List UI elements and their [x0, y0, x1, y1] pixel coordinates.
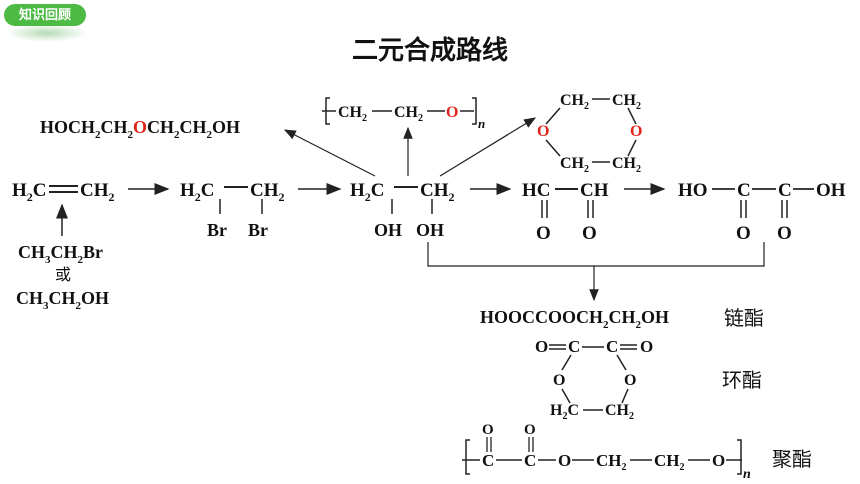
ring-ester: O C C O O O H2C CH2 环酯	[535, 337, 762, 422]
svg-text:CH2: CH2	[612, 92, 641, 112]
svg-text:C: C	[568, 337, 580, 356]
svg-text:CH2: CH2	[560, 155, 589, 175]
ethylene-ch: CH	[80, 180, 109, 201]
svg-text:H2C: H2C	[12, 180, 47, 204]
polyester-label: 聚酯	[772, 447, 812, 471]
glyoxal: HC CH O O	[522, 180, 609, 244]
svg-text:CH2: CH2	[596, 451, 627, 473]
svg-text:HC: HC	[522, 180, 551, 201]
svg-text:C: C	[778, 180, 792, 201]
svg-text:O: O	[446, 104, 458, 121]
section-badge: 知识回顾	[4, 4, 86, 26]
svg-text:O: O	[777, 223, 792, 244]
svg-text:O: O	[558, 451, 571, 470]
svg-text:O: O	[482, 422, 494, 438]
ring-ester-label: 环酯	[722, 368, 762, 392]
svg-text:CH: CH	[580, 180, 609, 201]
svg-text:CH2: CH2	[394, 104, 423, 124]
svg-text:H2C: H2C	[180, 180, 215, 204]
svg-text:O: O	[624, 372, 636, 389]
ethylene: H2C CH2	[12, 180, 115, 204]
svg-text:n: n	[478, 116, 485, 131]
svg-text:C: C	[606, 337, 618, 356]
source-bromoethane: CH3CH2Br	[18, 242, 103, 266]
connector-bracket	[427, 242, 765, 267]
svg-text:CH3CH2Br: CH3CH2Br	[18, 242, 103, 266]
polyethylene-glycol: CH2 CH2 O n	[322, 97, 485, 131]
svg-text:H2C: H2C	[550, 402, 579, 422]
svg-text:H2C: H2C	[350, 180, 385, 204]
page-title: 二元合成路线	[351, 36, 508, 66]
svg-text:CH2: CH2	[654, 451, 685, 473]
svg-text:O: O	[630, 123, 642, 140]
dioxane-ring: CH2 CH2 O O CH2 CH2	[537, 92, 642, 175]
svg-text:CH2: CH2	[605, 402, 634, 422]
svg-text:O: O	[535, 337, 548, 356]
svg-text:O: O	[553, 372, 565, 389]
svg-text:CH2: CH2	[80, 180, 115, 204]
svg-text:OH: OH	[374, 220, 402, 240]
svg-text:CH2: CH2	[338, 104, 367, 124]
chain-ester-label: 链酯	[724, 306, 764, 330]
dibromoethane: H2C CH2 Br Br	[180, 180, 285, 240]
svg-text:O: O	[536, 223, 551, 244]
svg-text:CH3CH2OH: CH3CH2OH	[16, 288, 109, 312]
svg-text:O: O	[736, 223, 751, 244]
polyester: C O C O O CH2 CH2 O n 聚酯	[462, 422, 812, 482]
or-label: 或	[55, 265, 71, 284]
svg-text:O: O	[524, 422, 536, 438]
svg-text:CH2: CH2	[560, 92, 589, 112]
svg-text:O: O	[537, 123, 549, 140]
svg-text:CH2: CH2	[612, 155, 641, 175]
ethylene-h: H	[12, 180, 27, 201]
diethylene-glycol: HOCH2CH2OCH2CH2OH	[40, 117, 240, 141]
svg-text:Br: Br	[248, 220, 268, 240]
arrow-to-diethylene-glycol	[283, 129, 376, 177]
svg-text:HOCH2CH2OCH2CH2OH: HOCH2CH2OCH2CH2OH	[40, 117, 240, 141]
svg-text:HO: HO	[678, 180, 708, 201]
arrow-to-dioxane	[439, 117, 537, 177]
svg-text:HOOCCOOCH2CH2OH: HOOCCOOCH2CH2OH	[480, 307, 669, 331]
oxalic-acid: HO C C OH O O	[678, 180, 846, 244]
badge-shadow	[6, 24, 88, 42]
source-ethanol: CH3CH2OH	[16, 288, 109, 312]
svg-text:C: C	[524, 451, 536, 470]
svg-text:CH2: CH2	[250, 180, 285, 204]
svg-text:OH: OH	[816, 180, 846, 201]
svg-text:Br: Br	[207, 220, 227, 240]
svg-text:n: n	[743, 467, 751, 482]
svg-text:C: C	[737, 180, 751, 201]
svg-text:C: C	[482, 451, 494, 470]
chain-ester: HOOCCOOCH2CH2OH 链酯	[480, 306, 764, 331]
svg-text:O: O	[712, 451, 725, 470]
svg-text:O: O	[582, 223, 597, 244]
svg-text:O: O	[640, 337, 653, 356]
ethylene-glycol: H2C CH2 OH OH	[350, 180, 455, 240]
svg-text:CH2: CH2	[420, 180, 455, 204]
svg-text:OH: OH	[416, 220, 444, 240]
